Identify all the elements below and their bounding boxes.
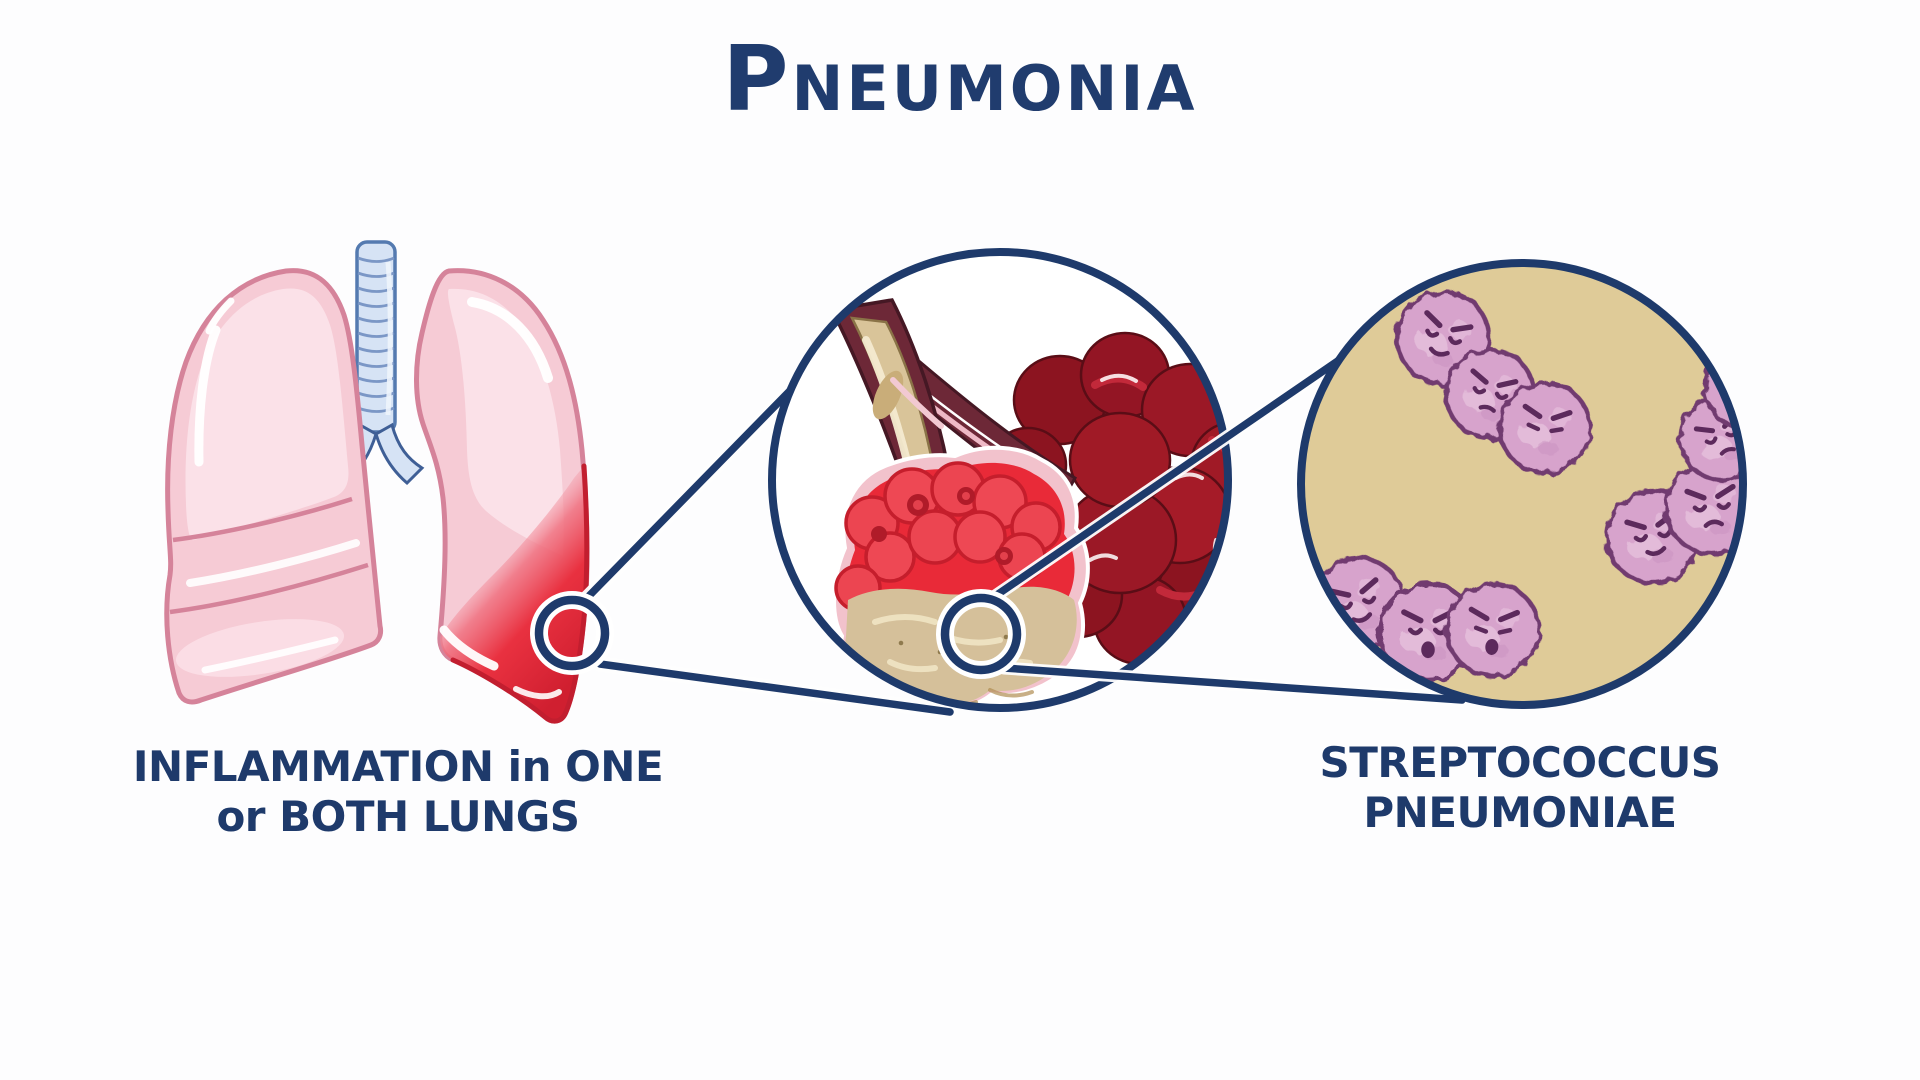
zoom-indicator-on-lung bbox=[530, 591, 614, 675]
lung-right-of-image-inflamed bbox=[414, 268, 590, 724]
bacteria-caption: STREPTOCOCCUS PNEUMONIAE bbox=[1260, 738, 1780, 837]
bacterium-face bbox=[1424, 310, 1474, 357]
bacterium-face bbox=[1522, 403, 1573, 434]
lungs-caption-line2: or BOTH LUNGS bbox=[216, 791, 580, 841]
lungs-caption-line1: INFLAMMATION in ONE bbox=[132, 742, 664, 791]
bacteria-caption-line1: STREPTOCOCCUS bbox=[1319, 738, 1721, 787]
alveoli-circle-outline bbox=[768, 248, 1232, 712]
bacteria-circle-outline bbox=[1297, 259, 1747, 709]
page-title: PNEUMONIA bbox=[722, 27, 1198, 132]
zoom-cone-alveoli-to-bacteria bbox=[981, 349, 1469, 707]
bacterium bbox=[1444, 581, 1542, 679]
bacterium-face bbox=[1328, 577, 1379, 623]
bacterium bbox=[1663, 459, 1743, 557]
zoom-indicator-on-alveoli bbox=[936, 589, 1026, 679]
bacterium-face bbox=[1468, 606, 1521, 655]
bacterium-face bbox=[1684, 483, 1736, 528]
lung-left-of-image bbox=[164, 268, 384, 705]
bacterium bbox=[1497, 380, 1593, 476]
bacterium-face bbox=[1470, 368, 1519, 413]
bacteria-caption-line2: PNEUMONIAE bbox=[1363, 787, 1677, 837]
bacteria-zoom-circle bbox=[1297, 259, 1747, 709]
alveoli-zoom-circle bbox=[768, 248, 1232, 712]
trachea-illustration bbox=[327, 240, 425, 486]
lungs-caption: INFLAMMATION in ONE or BOTH LUNGS bbox=[118, 742, 678, 841]
sac-alveoli-pores bbox=[871, 487, 1013, 565]
